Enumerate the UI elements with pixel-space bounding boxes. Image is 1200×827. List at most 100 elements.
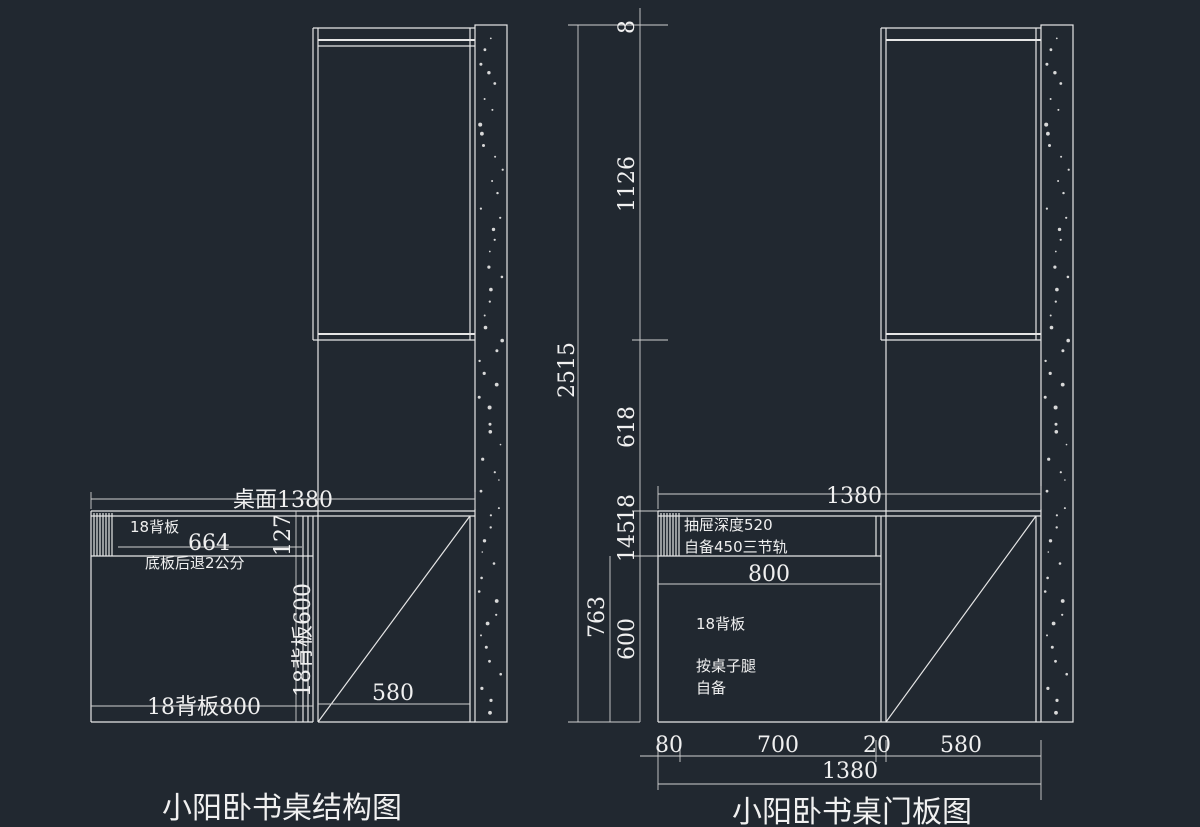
dim-2515-label: 2515 bbox=[555, 342, 580, 398]
left-desk-top bbox=[91, 510, 475, 517]
wall-speck bbox=[1047, 551, 1050, 553]
right-wall bbox=[1040, 24, 1074, 723]
wall-speck bbox=[497, 507, 500, 510]
wall-speck bbox=[1057, 227, 1062, 232]
wall-speck bbox=[1064, 479, 1066, 481]
dim-580r-label: 580 bbox=[940, 733, 982, 758]
left-drawer bbox=[90, 511, 314, 723]
wall-speck bbox=[493, 471, 496, 474]
wall-speck bbox=[1049, 314, 1052, 317]
wall-speck bbox=[483, 314, 486, 317]
right-wall-hatch bbox=[1043, 37, 1070, 715]
wall-speck bbox=[493, 238, 496, 241]
wall-speck bbox=[494, 155, 497, 158]
left-wall-outline bbox=[474, 24, 508, 723]
dim-145-label: 145 bbox=[615, 520, 640, 562]
wall-speck bbox=[478, 359, 481, 363]
wall-speck bbox=[1060, 155, 1063, 158]
wall-speck bbox=[484, 645, 488, 649]
wall-speck bbox=[1061, 349, 1065, 353]
dim-600-label: 600 bbox=[615, 618, 640, 660]
wall-speck bbox=[1045, 489, 1049, 493]
wall-speck bbox=[483, 325, 488, 330]
right-door-view: 1380 800 80 700 20 580 1380 抽屉深度520 自备45… bbox=[640, 24, 1074, 827]
wall-speck bbox=[1050, 645, 1054, 649]
left-dimensions: 桌面1380 664 127 18背板600 18背板800 580 bbox=[90, 488, 476, 722]
wall-speck bbox=[1045, 62, 1049, 66]
wall-speck bbox=[1055, 698, 1059, 703]
wall-speck bbox=[1055, 514, 1058, 517]
right-drawer-front-hatch bbox=[660, 513, 680, 556]
wall-speck bbox=[498, 479, 500, 481]
wall-speck bbox=[499, 672, 503, 676]
wall-speck bbox=[481, 551, 484, 553]
wall-speck bbox=[491, 108, 494, 111]
dim-desk-top-label: 桌面1380 bbox=[233, 488, 333, 513]
wall-speck bbox=[1049, 98, 1052, 100]
dim-763-label: 763 bbox=[585, 596, 610, 638]
drawer-front-hatch bbox=[93, 513, 113, 556]
dim-back800-label: 18背板800 bbox=[147, 695, 261, 720]
wall-speck bbox=[1059, 471, 1062, 474]
note-rail: 自备450三节轨 bbox=[684, 538, 788, 556]
wall-speck bbox=[1054, 710, 1058, 715]
right-wall-outline bbox=[1040, 24, 1074, 723]
note-drawer-depth: 抽屉深度520 bbox=[684, 516, 773, 534]
dim-back600-label: 18背板600 bbox=[291, 583, 316, 697]
left-wall bbox=[474, 24, 508, 723]
dim-1380-bottom-label: 1380 bbox=[822, 759, 878, 784]
wall-speck bbox=[1047, 457, 1051, 461]
wall-speck bbox=[488, 300, 491, 303]
wall-speck bbox=[480, 131, 484, 136]
wall-speck bbox=[499, 443, 502, 446]
wall-speck bbox=[1065, 672, 1068, 676]
wall-speck bbox=[482, 144, 485, 147]
wall-speck bbox=[500, 275, 504, 279]
wall-speck bbox=[1049, 48, 1053, 52]
wall-speck bbox=[485, 621, 490, 626]
dim-1380-top-label: 1380 bbox=[826, 484, 882, 509]
wall-speck bbox=[1054, 300, 1057, 303]
wall-speck bbox=[479, 62, 483, 66]
height-dimension-chain: 2515 8 1126 618 145 18 763 600 bbox=[555, 8, 668, 723]
wall-speck bbox=[491, 227, 496, 232]
wall-speck bbox=[500, 338, 505, 343]
wall-speck bbox=[489, 526, 492, 529]
note-legs-1: 按桌子腿 bbox=[696, 657, 756, 675]
wall-speck bbox=[477, 590, 481, 593]
left-upper-cabinet bbox=[312, 27, 475, 341]
note-bottom-back: 底板后退2公分 bbox=[145, 554, 245, 572]
wall-speck bbox=[494, 599, 499, 603]
wall-speck bbox=[1046, 686, 1050, 691]
wall-speck bbox=[1054, 250, 1057, 253]
wall-speck bbox=[488, 422, 492, 426]
wall-speck bbox=[482, 539, 487, 543]
wall-speck bbox=[1055, 526, 1058, 529]
wall-speck bbox=[480, 576, 483, 580]
dim-1126-label: 1126 bbox=[615, 156, 640, 212]
wall-speck bbox=[1065, 216, 1068, 219]
wall-speck bbox=[1044, 122, 1049, 127]
wall-speck bbox=[495, 613, 498, 616]
wall-speck bbox=[495, 349, 499, 353]
dim-20-label: 20 bbox=[863, 733, 891, 758]
left-structure-view: 桌面1380 664 127 18背板600 18背板800 580 18背板 … bbox=[90, 24, 508, 826]
wall-speck bbox=[1053, 71, 1057, 75]
wall-speck bbox=[1044, 359, 1047, 363]
dim-700-label: 700 bbox=[757, 733, 799, 758]
wall-speck bbox=[488, 659, 491, 663]
wall-speck bbox=[1054, 422, 1058, 426]
wall-speck bbox=[1057, 108, 1060, 111]
wall-speck bbox=[1061, 613, 1064, 616]
wall-speck bbox=[487, 265, 491, 269]
left-knee-space-diagonal bbox=[317, 515, 471, 723]
wall-speck bbox=[479, 207, 482, 210]
wall-speck bbox=[1046, 131, 1050, 136]
wall-speck bbox=[1055, 37, 1058, 40]
wall-speck bbox=[1049, 325, 1054, 330]
wall-speck bbox=[1043, 590, 1047, 593]
wall-speck bbox=[492, 562, 496, 565]
wall-speck bbox=[1066, 338, 1070, 343]
wall-speck bbox=[499, 216, 502, 219]
wall-speck bbox=[1057, 180, 1060, 182]
